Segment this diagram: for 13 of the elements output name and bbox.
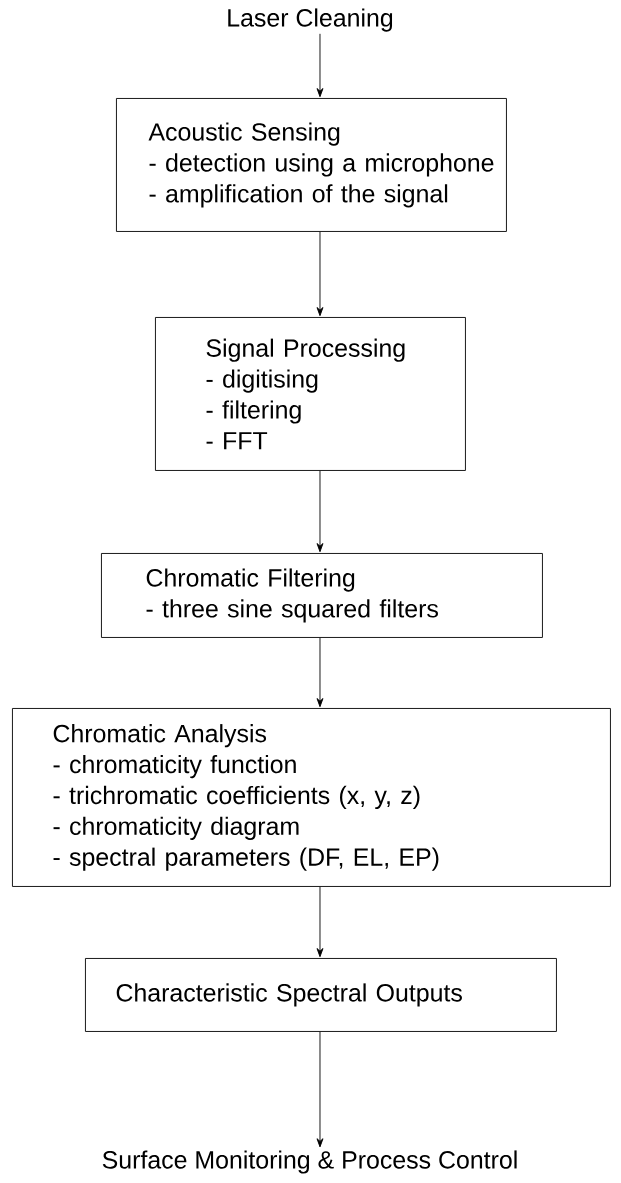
process-box: Characteristic Spectral Outputs — [85, 958, 557, 1032]
process-box: Signal Processing - digitising - filtering - FFT — [155, 317, 466, 471]
arrow — [316, 33, 324, 98]
flow-label: Surface Monitoring & Process Control — [102, 1150, 517, 1174]
arrow — [316, 1031, 324, 1148]
process-box: Acoustic Sensing - detection using a microphone - amplification of the signal — [116, 98, 507, 232]
arrow — [316, 470, 324, 553]
process-box: Chromatic Analysis - chromaticity function - trichromatic coefficients (x, y, z) - chromaticity diagram - spectral parameters (DF, EL, EP) — [12, 708, 611, 887]
flow-label: Laser Cleaning — [228, 8, 393, 32]
arrow — [316, 231, 324, 317]
arrow — [316, 886, 324, 958]
arrow — [316, 637, 324, 708]
process-box: Chromatic Filtering - three sine squared filters — [101, 553, 543, 638]
